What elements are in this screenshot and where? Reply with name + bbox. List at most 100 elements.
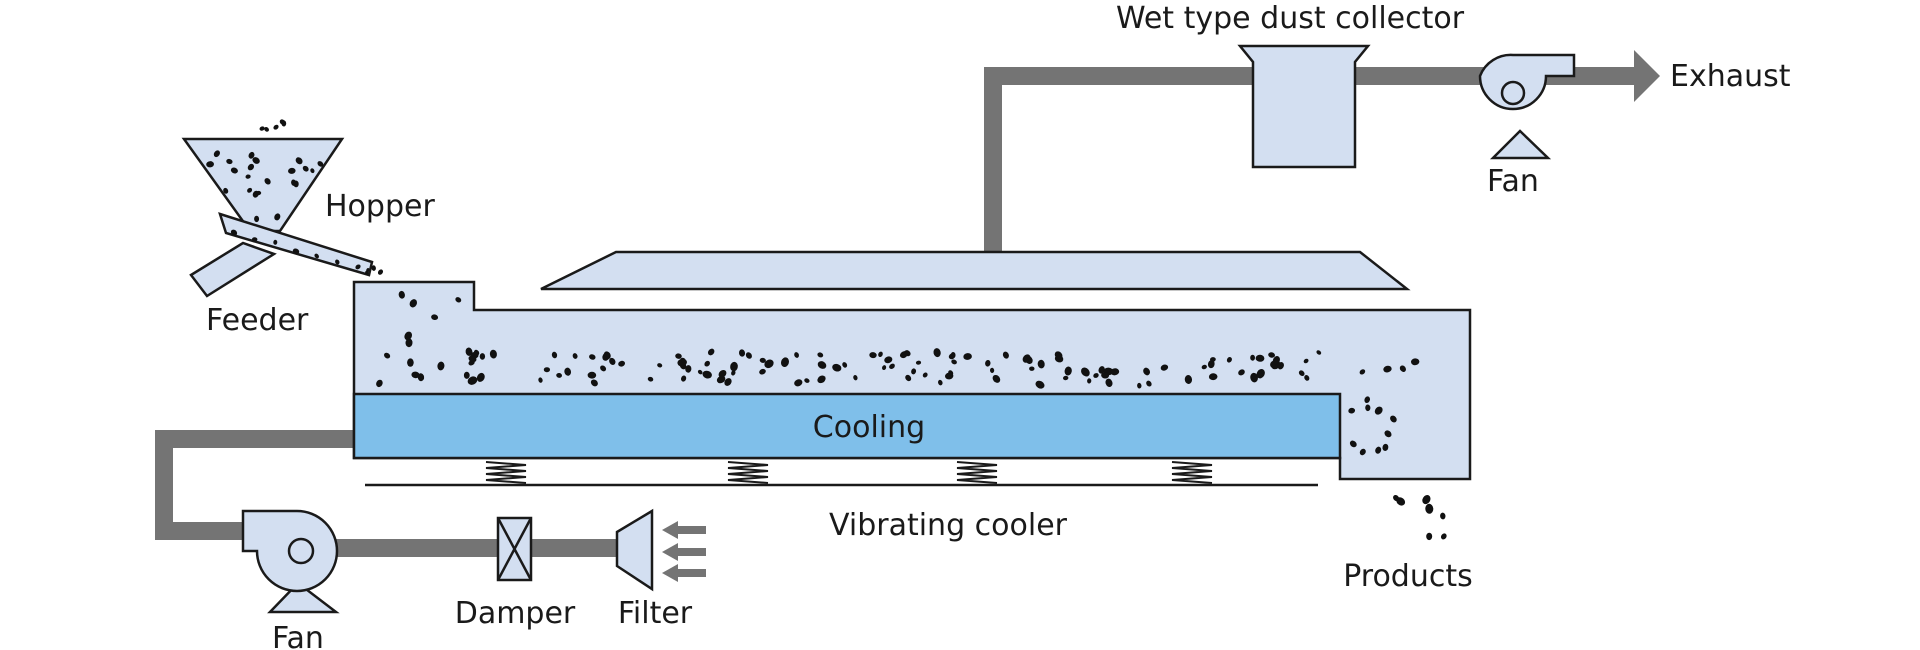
particle xyxy=(317,161,324,167)
label-products: Products xyxy=(1343,559,1473,594)
particle xyxy=(1226,357,1232,363)
particle xyxy=(1375,446,1382,454)
particle xyxy=(1390,415,1397,423)
particle xyxy=(878,351,883,358)
particle xyxy=(538,377,543,383)
label-cooling: Cooling xyxy=(813,410,925,445)
particle xyxy=(794,379,803,387)
particle xyxy=(590,379,598,387)
particle xyxy=(431,314,439,321)
springs xyxy=(485,461,1213,484)
particle xyxy=(288,167,296,174)
particle xyxy=(609,357,616,365)
particle xyxy=(1270,360,1277,368)
particle xyxy=(1087,378,1092,384)
particle xyxy=(1365,404,1371,412)
particle xyxy=(1383,365,1392,373)
particle xyxy=(245,174,251,179)
particle xyxy=(365,270,369,275)
particle xyxy=(405,338,413,348)
particle xyxy=(1002,351,1009,359)
particle xyxy=(707,348,715,356)
particle xyxy=(1207,360,1215,369)
particle xyxy=(759,368,766,375)
particle xyxy=(989,367,995,373)
particle xyxy=(1422,495,1431,505)
particle xyxy=(226,158,233,165)
particle xyxy=(618,360,626,367)
particle xyxy=(817,361,827,369)
wet-type-dust-collector xyxy=(1237,44,1371,169)
label-fan-bottom: Fan xyxy=(272,621,324,650)
bottom-fan-icon xyxy=(241,509,340,614)
particle xyxy=(1399,365,1406,372)
particle xyxy=(310,168,315,174)
particle xyxy=(948,353,956,360)
particle xyxy=(992,374,1001,383)
particle xyxy=(657,363,663,368)
particle xyxy=(832,363,842,372)
particle xyxy=(409,299,418,308)
particle xyxy=(1396,497,1406,506)
label-feeder: Feeder xyxy=(206,303,309,338)
particle xyxy=(697,369,703,375)
particle xyxy=(1384,430,1392,438)
particle xyxy=(794,352,799,358)
particle xyxy=(945,372,954,380)
particle xyxy=(1208,373,1218,381)
particle xyxy=(281,120,287,127)
particle xyxy=(1101,372,1110,379)
particle xyxy=(230,167,238,174)
material-particles xyxy=(206,119,1447,541)
particle xyxy=(730,361,738,372)
particle xyxy=(1359,369,1366,375)
particle xyxy=(247,163,255,171)
particle xyxy=(264,127,269,132)
particle xyxy=(248,151,255,159)
particle xyxy=(1081,367,1090,377)
particle xyxy=(1255,354,1265,362)
particle xyxy=(468,355,477,363)
particle xyxy=(1440,533,1447,540)
hopper xyxy=(181,137,345,233)
particle xyxy=(1256,369,1265,379)
particle xyxy=(985,360,991,367)
particle xyxy=(1425,503,1434,514)
particle xyxy=(680,357,686,363)
particle xyxy=(1037,359,1045,369)
particle xyxy=(724,378,732,386)
particle xyxy=(572,353,578,359)
particle xyxy=(905,374,912,382)
particle xyxy=(273,239,278,245)
particle xyxy=(1201,364,1207,370)
particle xyxy=(922,372,928,378)
particle xyxy=(1364,396,1370,404)
particle xyxy=(951,359,957,365)
label-fan-top: Fan xyxy=(1487,164,1539,199)
label-dust-collector: Wet type dust collector xyxy=(1116,1,1465,36)
particle xyxy=(602,352,611,361)
particle xyxy=(1035,380,1045,389)
particle xyxy=(376,379,383,388)
particle xyxy=(1238,369,1245,376)
particle xyxy=(704,360,710,367)
particle xyxy=(933,348,941,358)
particle xyxy=(869,352,877,359)
particle xyxy=(853,375,858,381)
particle xyxy=(293,180,299,188)
particle xyxy=(247,187,253,193)
particle xyxy=(1374,406,1383,415)
particle xyxy=(647,376,654,382)
label-damper: Damper xyxy=(455,596,576,631)
particle xyxy=(230,229,238,236)
particle xyxy=(963,353,972,360)
particle xyxy=(1382,443,1389,451)
particle xyxy=(1250,372,1258,383)
particle xyxy=(938,379,943,386)
particle xyxy=(804,378,810,383)
particle xyxy=(259,126,265,131)
particle xyxy=(1022,354,1031,363)
particle xyxy=(1277,362,1284,370)
cooler-hood xyxy=(540,250,1411,291)
particle xyxy=(273,124,279,130)
